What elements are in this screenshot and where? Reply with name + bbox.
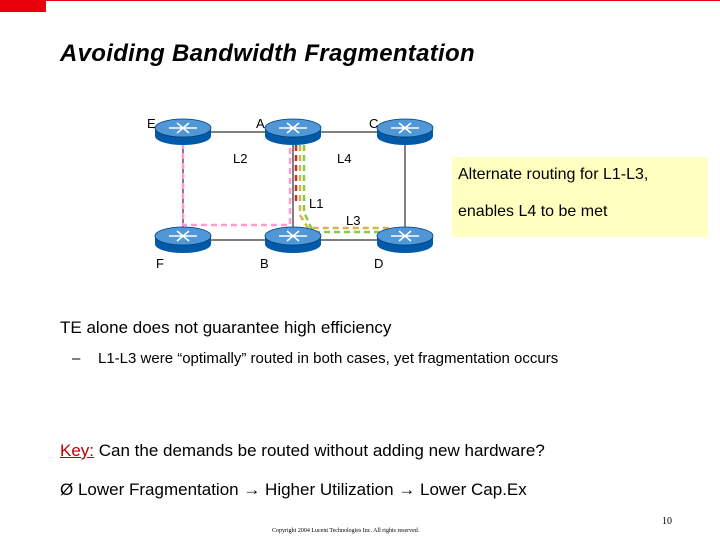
key-text: Can the demands be routed without adding… bbox=[94, 441, 545, 460]
callout-box: Alternate routing for L1-L3, enables L4 … bbox=[452, 157, 708, 237]
node-label-b: B bbox=[260, 256, 269, 271]
path-label-l2: L2 bbox=[233, 151, 248, 166]
node-label-c: C bbox=[369, 116, 379, 131]
sub-bullet-text: L1-L3 were “optimally” routed in both ca… bbox=[98, 350, 559, 367]
callout-line-2: enables L4 to be met bbox=[458, 203, 608, 220]
bullet2-text: Lower Fragmentation → Higher Utilization… bbox=[77, 480, 527, 499]
top-rule bbox=[46, 0, 720, 1]
router-icon bbox=[264, 118, 322, 145]
path-label-l3: L3 bbox=[346, 213, 361, 228]
node-label-d: D bbox=[374, 256, 384, 271]
sub-bullet-routing: – L1-L3 were “optimally” routed in both … bbox=[72, 350, 638, 368]
router-icon bbox=[154, 118, 212, 145]
router-icon bbox=[264, 226, 322, 253]
router-icon bbox=[376, 226, 434, 253]
corner-accent bbox=[0, 0, 46, 12]
bullet-te-alone: TE alone does not guarantee high efficie… bbox=[60, 318, 392, 337]
path-L2 bbox=[181, 143, 292, 227]
callout-line-1: Alternate routing for L1-L3, bbox=[458, 166, 649, 183]
node-label-e: E bbox=[147, 116, 156, 131]
node-label-f: F bbox=[156, 256, 164, 271]
copyright-notice: Copyright 2004 Lucent Technologies Inc. … bbox=[272, 528, 420, 534]
slide-title: Avoiding Bandwidth Fragmentation bbox=[60, 40, 475, 67]
bullet-lower-fragmentation: Ø Lower Fragmentation → Higher Utilizati… bbox=[60, 480, 527, 500]
path-label-l1: L1 bbox=[309, 196, 324, 211]
path-L3 bbox=[302, 145, 390, 234]
router-icon bbox=[154, 226, 212, 253]
path-L1 bbox=[298, 145, 390, 230]
key-question: Key: Can the demands be routed without a… bbox=[60, 441, 545, 461]
router-icon bbox=[376, 118, 434, 145]
dash-marker: – bbox=[72, 350, 81, 367]
arrow-bullet-icon: Ø bbox=[60, 480, 74, 499]
page-number: 10 bbox=[662, 516, 672, 527]
network-diagram bbox=[154, 118, 434, 253]
key-label: Key: bbox=[60, 441, 95, 460]
node-label-a: A bbox=[256, 116, 265, 131]
path-label-l4: L4 bbox=[337, 151, 352, 166]
